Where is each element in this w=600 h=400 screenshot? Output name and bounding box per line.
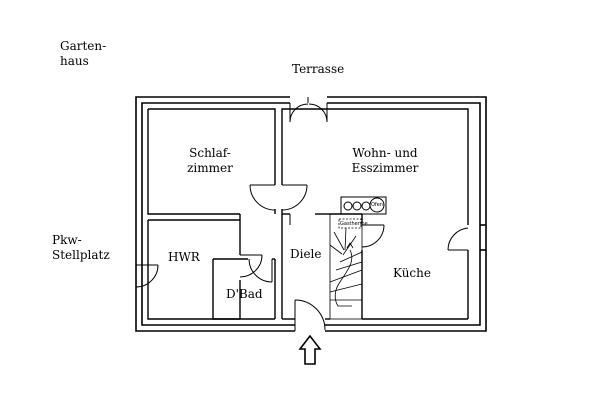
label-gartenhaus: Garten- haus <box>60 39 107 68</box>
doors <box>135 184 469 331</box>
room-schlafzimmer: Schlaf- zimmer <box>187 146 233 175</box>
room-diele: Diele <box>290 247 322 261</box>
ofen-symbol <box>340 196 387 215</box>
room-kueche: Küche <box>393 266 431 280</box>
room-dbad: D'Bad <box>226 287 263 301</box>
label-pkw-stellplatz: Pkw- Stellplatz <box>52 233 110 262</box>
entrance-arrow-icon <box>298 334 322 365</box>
room-wohn-esszimmer: Wohn- und Esszimmer <box>351 146 419 175</box>
room-hwr: HWR <box>168 250 200 264</box>
fixture-gastherme: Gastherme <box>340 221 368 227</box>
label-terrasse: Terrasse <box>292 62 345 76</box>
inner-walls <box>147 108 469 320</box>
staircase <box>329 213 363 320</box>
outer-walls <box>135 96 487 332</box>
fixture-ofen: Ofen <box>371 202 383 208</box>
terrace-door <box>289 97 328 123</box>
